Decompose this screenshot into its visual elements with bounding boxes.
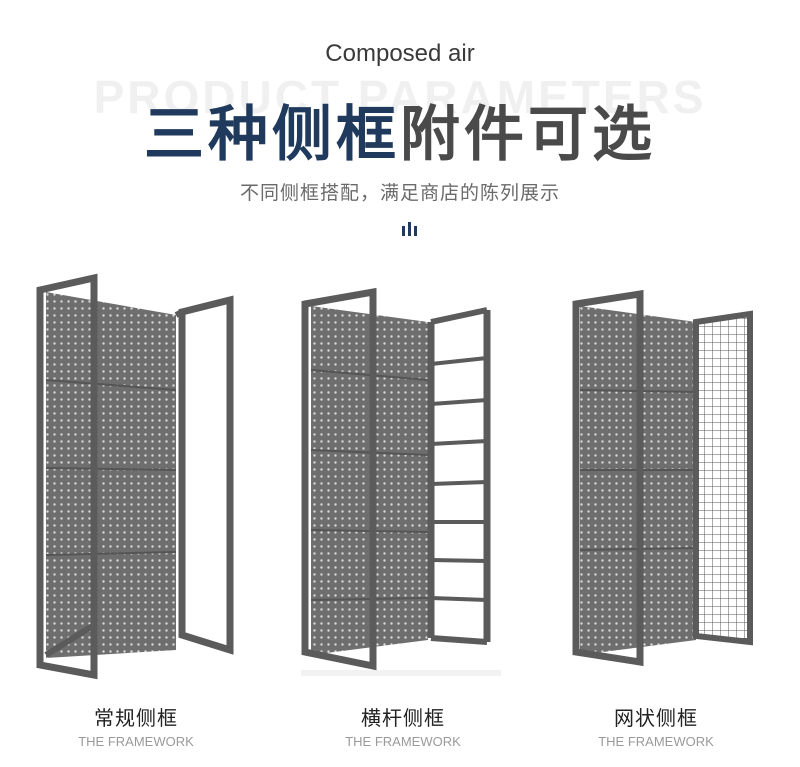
frame-mesh-image [572,289,753,667]
headline-gray: 附件可选 [400,100,656,170]
caption-en: THE FRAMEWORK [78,734,194,749]
caption-cn: 横杆侧框 [361,706,445,730]
watermark-text: PRODUCT PARAMETERS [93,71,707,123]
product-card-mesh: 网状侧框 THE FRAMEWORK [536,270,776,750]
caption-cn: 网状侧框 [614,706,698,730]
divider-mark [398,222,422,236]
product-card-crossbar: 横杆侧框 THE FRAMEWORK [283,270,523,750]
caption-en: THE FRAMEWORK [598,734,714,749]
headline-blue: 三种侧框 [144,100,400,170]
caption-cn: 常规侧框 [94,706,178,730]
frame-standard-image [36,273,234,680]
product-card-standard: 常规侧框 THE FRAMEWORK [16,270,256,750]
english-subtitle: Composed air [325,40,475,67]
tagline: 不同侧框搭配，满足商店的陈列展示 [239,182,560,204]
caption-en: THE FRAMEWORK [345,734,461,749]
page-headline: 三种侧框附件可选 [0,86,800,173]
frame-crossbar-image [301,287,501,676]
